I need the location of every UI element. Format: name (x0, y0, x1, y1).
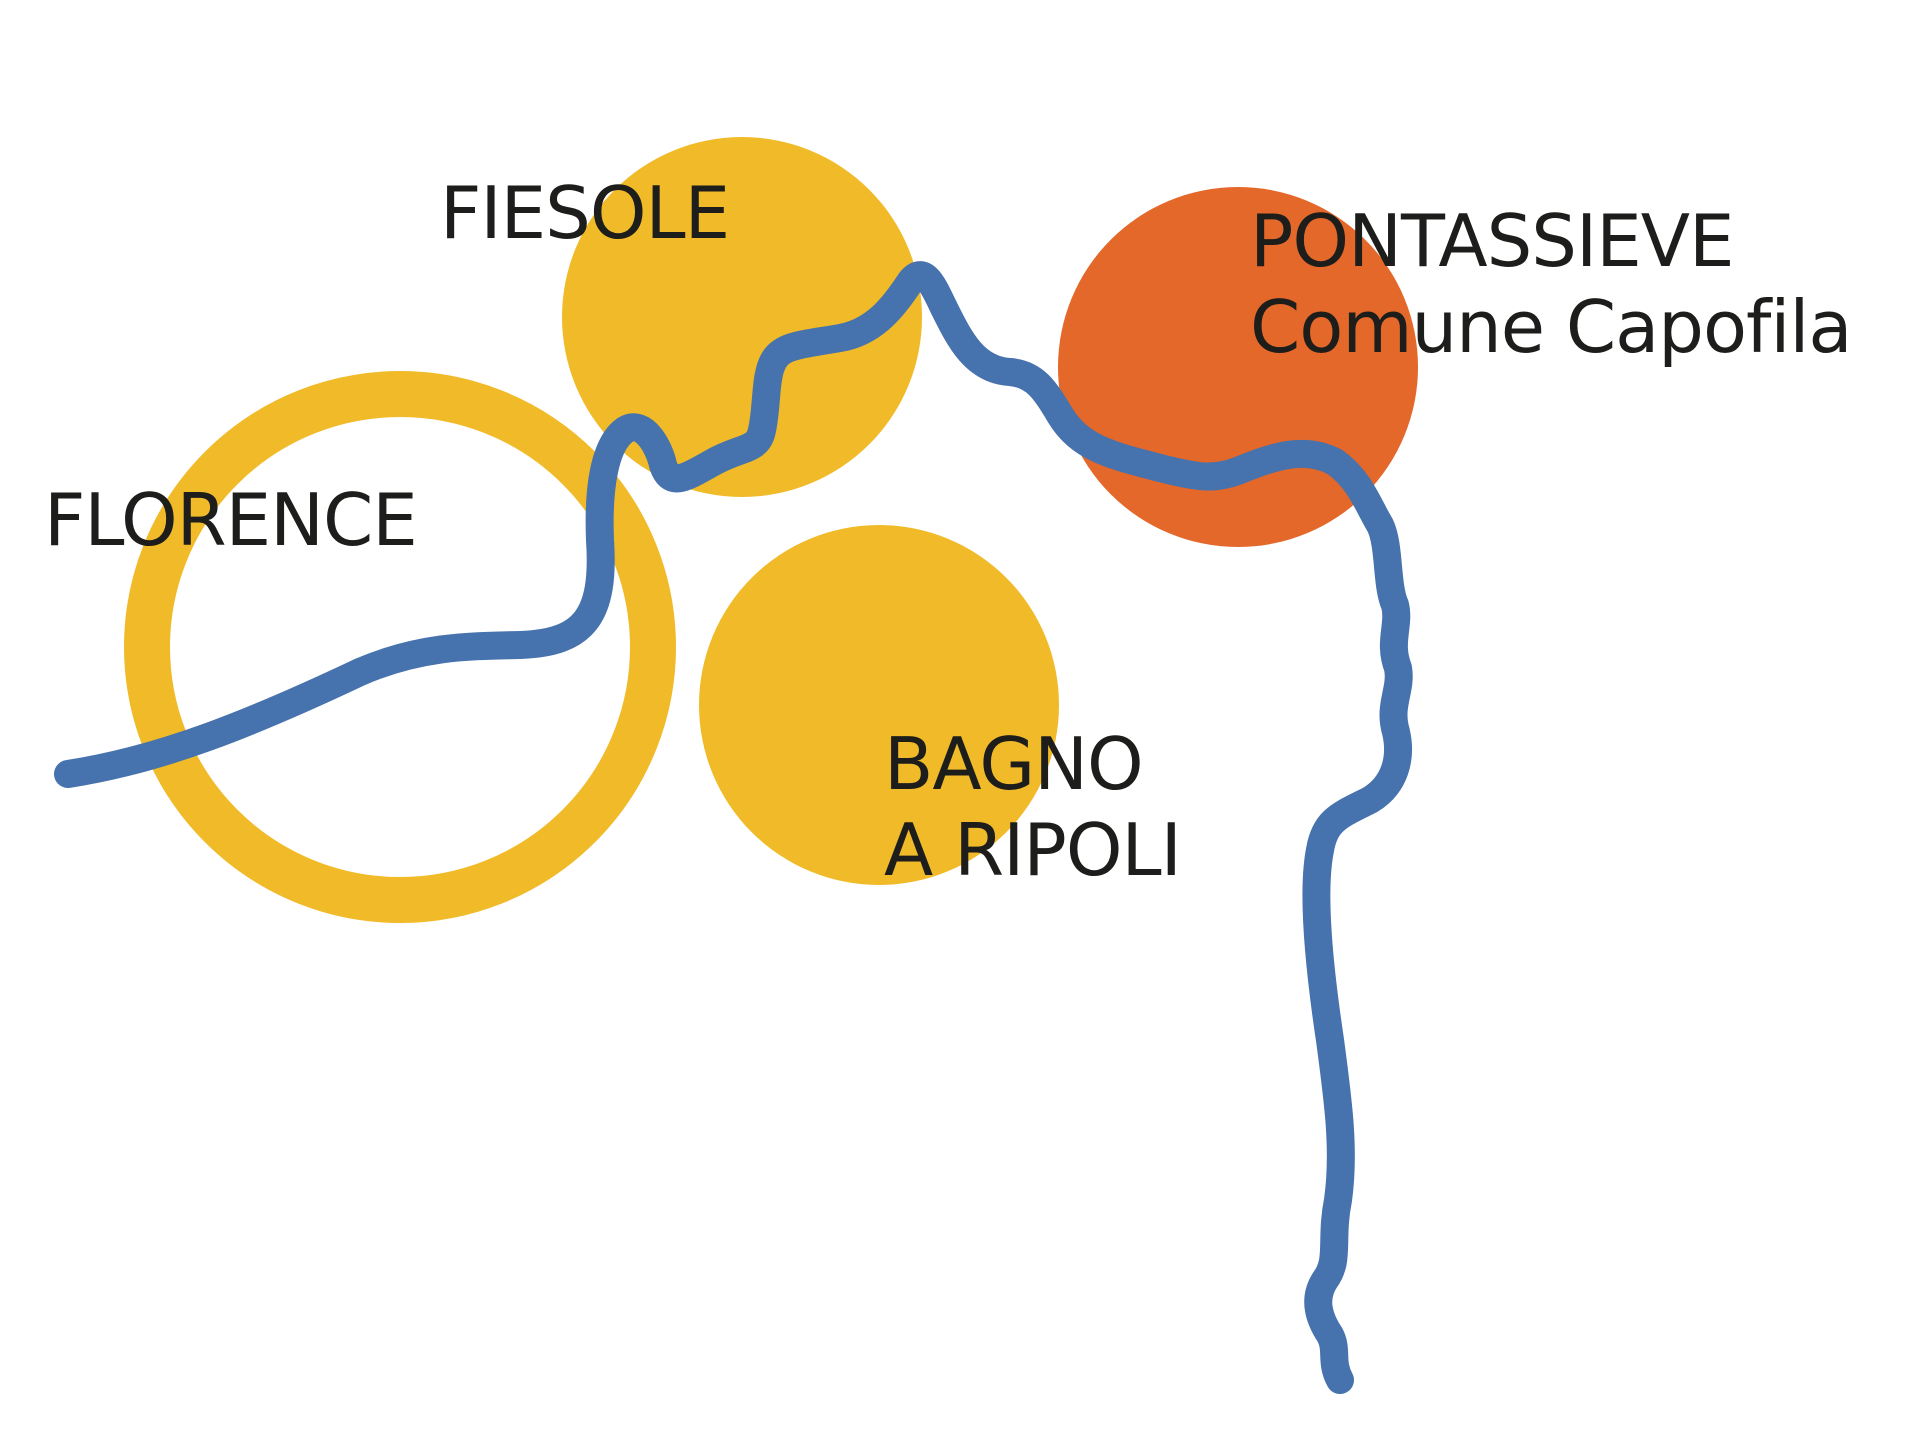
fiesole-label: FIESOLE (440, 170, 730, 256)
fiesole-name: FIESOLE (440, 171, 730, 255)
pontassieve-role: Comune Capofila (1250, 285, 1853, 370)
fiesole-circle-marker (562, 137, 922, 497)
florence-name: FLORENCE (44, 478, 418, 562)
bagno-a-ripoli-label: BAGNO A RIPOLI (884, 721, 1182, 894)
pontassieve-label: PONTASSIEVE Comune Capofila (1250, 198, 1853, 371)
florence-label: FLORENCE (44, 477, 418, 563)
bagno-a-ripoli-circle-marker (699, 525, 1059, 885)
bagno-a-ripoli-name-line1: BAGNO (884, 722, 1144, 806)
bagno-a-ripoli-name-line2: A RIPOLI (884, 808, 1182, 893)
river-path-icon (54, 261, 1413, 1394)
florence-ring-marker (124, 371, 676, 923)
pontassieve-name: PONTASSIEVE (1250, 199, 1734, 283)
